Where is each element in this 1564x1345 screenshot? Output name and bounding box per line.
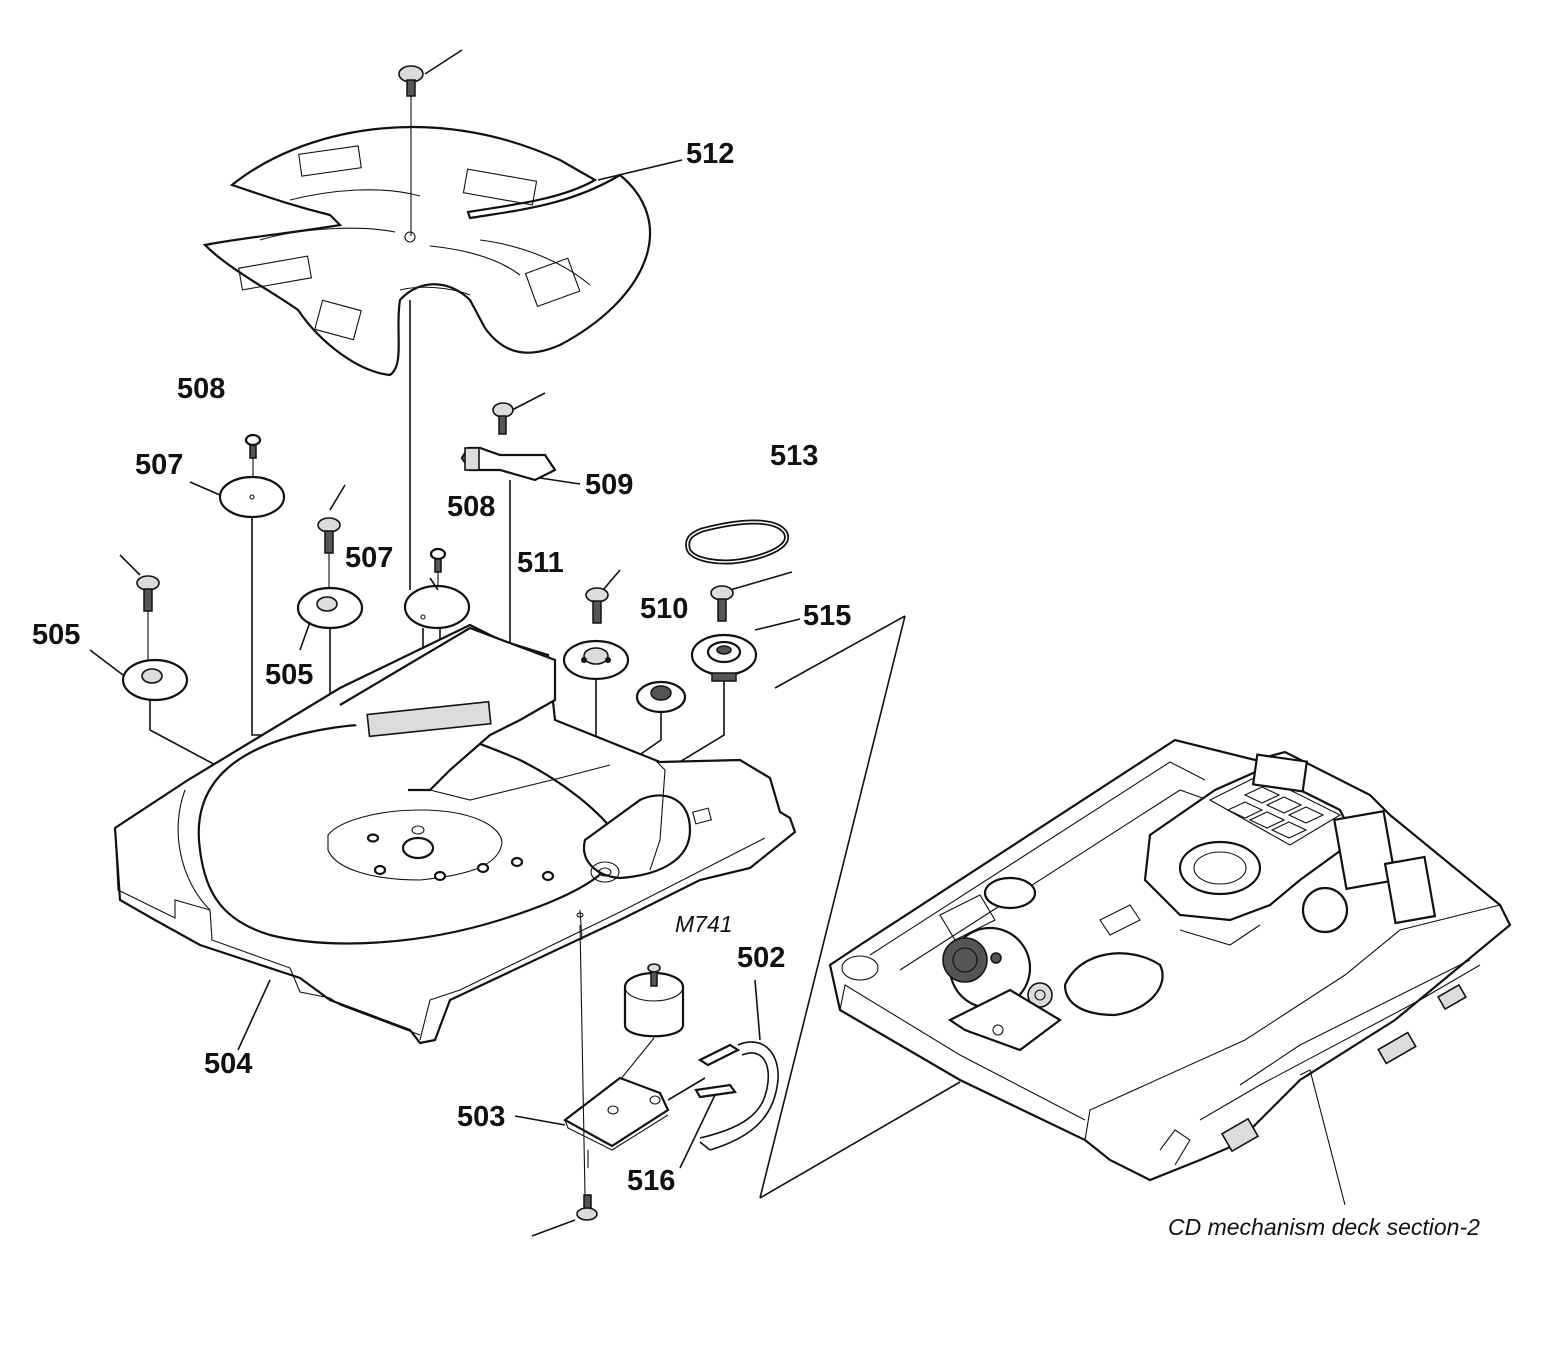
- motor-m741: [611, 963, 685, 1091]
- deck-504: [113, 623, 797, 1045]
- label-m741: M741: [675, 911, 733, 937]
- label-512: 512: [686, 138, 734, 170]
- belt-513: [685, 519, 790, 565]
- label-511: 511: [517, 547, 564, 579]
- label-507-left: 507: [135, 449, 183, 481]
- label-515: 515: [803, 600, 851, 632]
- label-502: 502: [737, 942, 785, 974]
- label-508-left: 508: [177, 373, 225, 405]
- label-509: 509: [585, 469, 633, 501]
- pcb-503: [562, 1076, 706, 1151]
- label-507-center: 507: [345, 542, 393, 574]
- label-516: 516: [627, 1165, 675, 1197]
- part-labels: 512 508 507 509 513 508 507 511 510 515 …: [32, 138, 1480, 1240]
- wire-502: [694, 1041, 779, 1151]
- gear-505-center: [296, 484, 409, 785]
- label-513: 513: [770, 440, 818, 472]
- label-504: 504: [204, 1048, 252, 1080]
- caption-cd-mechanism: CD mechanism deck section-2: [1168, 1214, 1480, 1240]
- screw-top: [398, 49, 463, 236]
- leader-lines: [89, 159, 801, 1169]
- screw-bottom: [531, 924, 598, 1237]
- assembled-deck: [828, 738, 1512, 1206]
- label-505-left: 505: [32, 619, 80, 651]
- label-503: 503: [457, 1101, 505, 1133]
- label-505-center: 505: [265, 659, 313, 691]
- perspective-lines: [759, 615, 961, 1199]
- gear-505-left: [119, 554, 379, 853]
- label-508-center: 508: [447, 491, 495, 523]
- screw-508-left: [244, 433, 262, 480]
- disc-tray-512: [202, 125, 652, 377]
- label-510: 510: [640, 593, 688, 625]
